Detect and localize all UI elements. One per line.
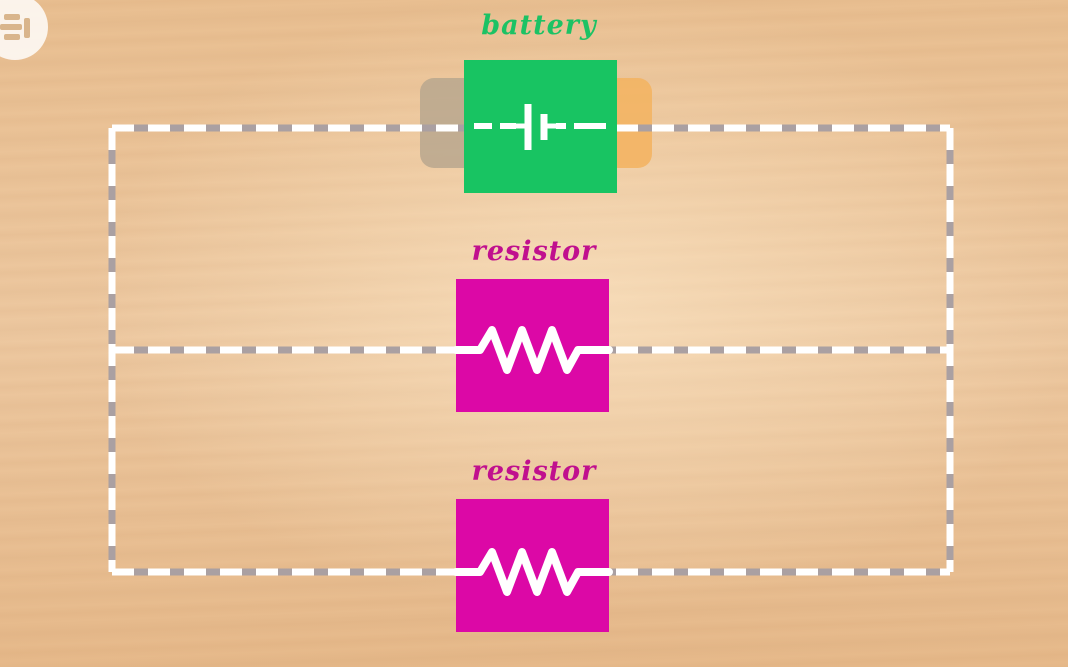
resistor-component-bottom xyxy=(452,499,613,632)
resistor-label-top: resistor xyxy=(471,236,597,267)
wires xyxy=(108,124,954,576)
resistor-label-bottom: resistor xyxy=(471,456,597,487)
resistor-component-top xyxy=(452,279,613,412)
resistor-box xyxy=(456,499,609,632)
resistor-zigzag-icon xyxy=(452,548,613,596)
battery-label: battery xyxy=(481,10,597,41)
resistor-zigzag-icon xyxy=(452,326,613,374)
wire-white-dashes xyxy=(108,124,954,576)
channel-logo-icon xyxy=(0,0,48,60)
battery-component xyxy=(464,60,617,193)
battery-symbol-icon xyxy=(474,104,606,150)
